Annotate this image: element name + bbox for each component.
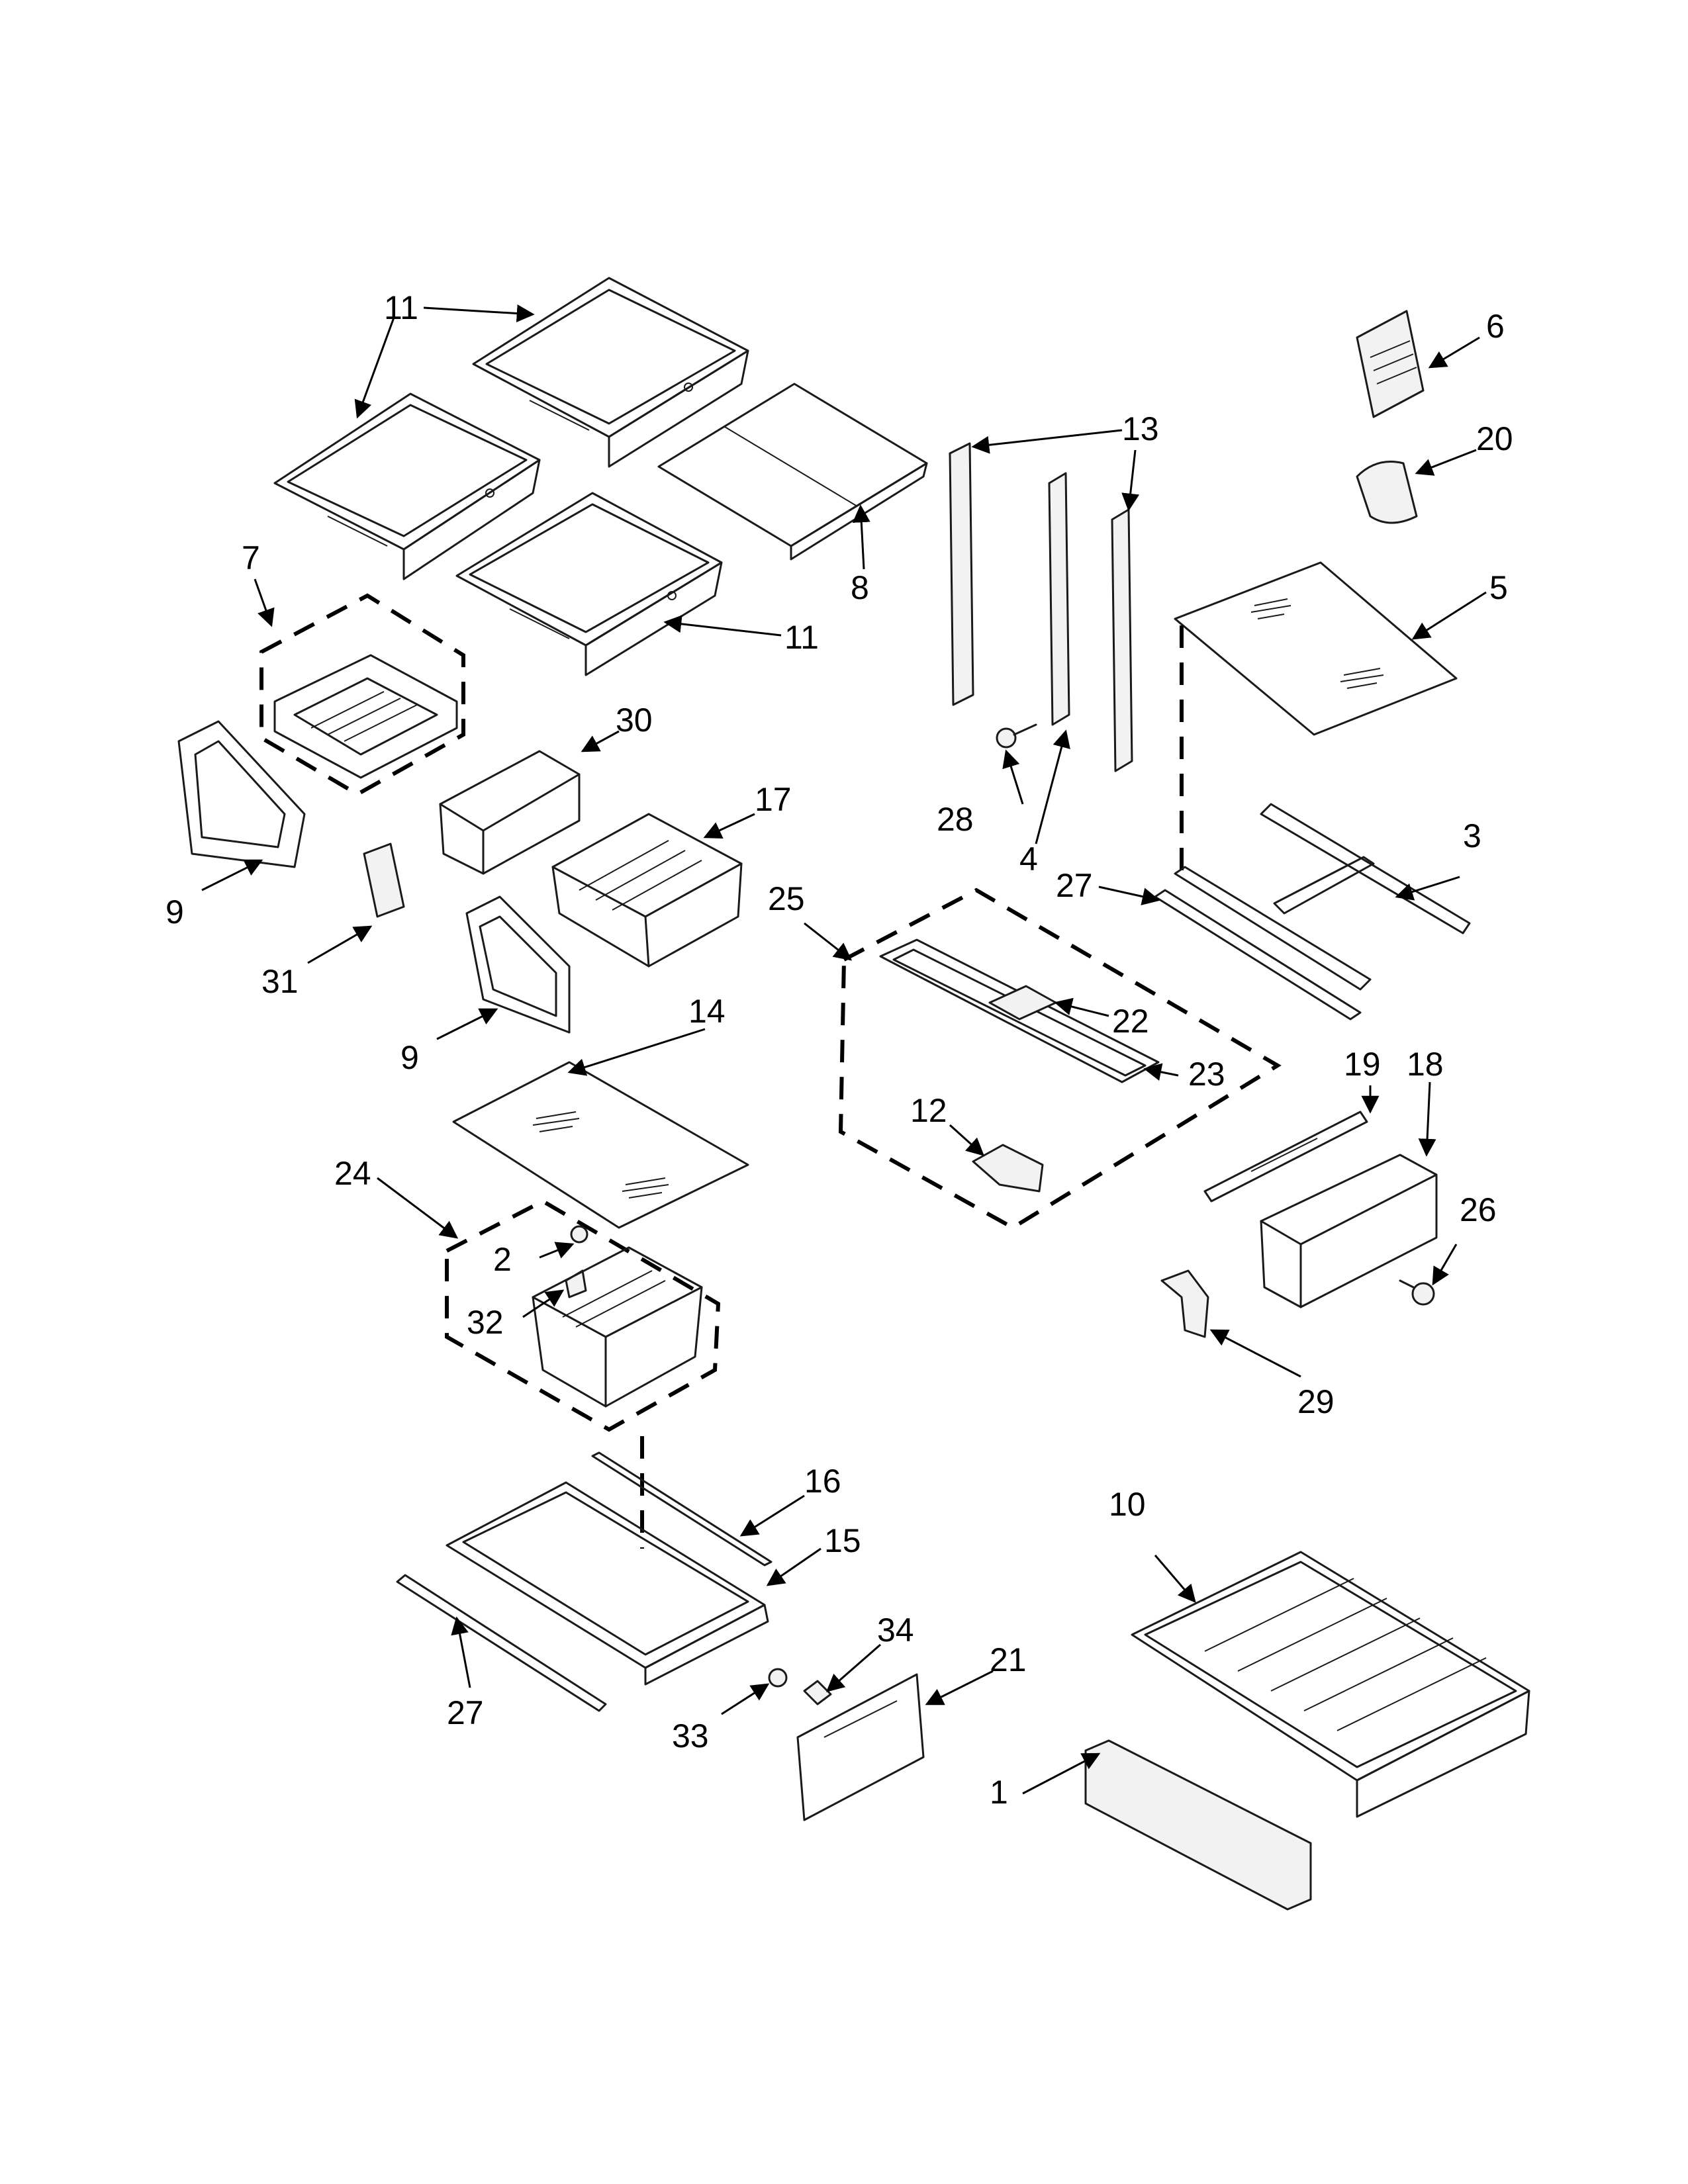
callout-25: 25	[768, 880, 805, 917]
callout-11-middle: 11	[784, 619, 819, 656]
callout-22: 22	[1112, 1003, 1149, 1040]
callout-34: 34	[877, 1612, 914, 1649]
callout-21: 21	[990, 1641, 1027, 1678]
callout-3: 3	[1463, 817, 1481, 854]
glass-shelf-14	[452, 1061, 749, 1229]
callout-23: 23	[1188, 1056, 1225, 1093]
rail-center	[1048, 472, 1070, 726]
callout-26: 26	[1460, 1191, 1497, 1228]
callout-15: 15	[824, 1522, 861, 1559]
pantry-assembly-24	[445, 1199, 721, 1432]
callout-10: 10	[1109, 1486, 1146, 1523]
rail-27-lower	[396, 1574, 607, 1712]
callout-9-left: 9	[165, 893, 184, 931]
callout-27-lower: 27	[447, 1694, 484, 1731]
callout-labels: 11 8 11 13 6 20 5 7 9 31 9 30 17 25 28 4…	[165, 289, 1513, 1811]
callout-16: 16	[804, 1463, 841, 1500]
callout-17: 17	[755, 781, 792, 818]
callout-14: 14	[688, 993, 726, 1030]
callout-12: 12	[910, 1092, 947, 1129]
callout-7: 7	[242, 539, 260, 576]
callout-13: 13	[1122, 410, 1159, 447]
rail-27-upper	[1154, 889, 1362, 1021]
crisper-30	[439, 750, 581, 875]
light-cover-6	[1356, 310, 1425, 418]
rail-right	[1111, 508, 1133, 772]
glass-shelf-5	[1174, 561, 1458, 880]
callout-30: 30	[616, 702, 653, 739]
rail-left	[949, 442, 974, 706]
shelf-upper-left	[273, 392, 541, 580]
callout-6: 6	[1486, 308, 1505, 345]
callout-4: 4	[1019, 841, 1038, 878]
part-20	[1356, 461, 1418, 524]
frame-3	[1174, 803, 1471, 991]
leader-lines	[201, 304, 1487, 1795]
crisper-17	[551, 813, 743, 968]
rod-16	[591, 1451, 773, 1567]
callout-1: 1	[990, 1774, 1008, 1811]
pan-15	[445, 1481, 769, 1686]
callout-2: 2	[493, 1241, 512, 1278]
callout-18: 18	[1407, 1046, 1444, 1083]
callout-5: 5	[1489, 569, 1508, 606]
bracket-18	[1260, 1154, 1438, 1308]
callout-8: 8	[851, 569, 869, 606]
callout-27-upper: 27	[1056, 867, 1093, 904]
callout-31: 31	[261, 963, 299, 1000]
callout-9-right: 9	[400, 1039, 419, 1076]
shelf-upper-right	[472, 277, 749, 468]
screw-28	[996, 723, 1037, 749]
crisper-cover-9-right	[465, 895, 571, 1034]
callout-11-top: 11	[384, 289, 418, 326]
plug-34	[803, 1680, 832, 1706]
slide-19	[1203, 1111, 1368, 1203]
callout-33: 33	[672, 1717, 709, 1754]
callout-28: 28	[937, 801, 974, 838]
drawer-10	[1131, 1551, 1530, 1818]
part-29	[1160, 1269, 1209, 1338]
callout-24: 24	[334, 1155, 371, 1192]
callout-32: 32	[467, 1304, 504, 1341]
cap-33	[768, 1668, 788, 1688]
shelf-middle	[455, 492, 723, 676]
callout-20: 20	[1476, 420, 1513, 457]
crisper-assembly-7	[259, 593, 465, 797]
bracket-21	[796, 1673, 925, 1821]
part-31	[363, 842, 405, 918]
shelf-slide-out	[657, 383, 928, 561]
drawer-front-1	[1084, 1739, 1312, 1911]
callout-19: 19	[1344, 1046, 1381, 1083]
crisper-cover-9-left	[177, 720, 306, 868]
callout-29: 29	[1297, 1383, 1335, 1420]
screw-26	[1399, 1279, 1435, 1306]
